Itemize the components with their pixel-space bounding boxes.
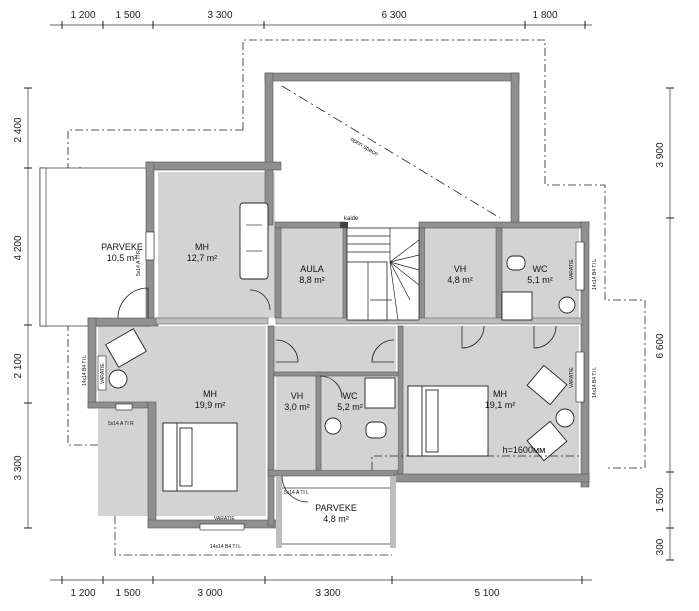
window-label: 14x14 B4 TI L (82, 355, 88, 386)
shower (501, 291, 533, 321)
toilet (506, 255, 526, 271)
armchair (526, 420, 568, 462)
armchair (105, 328, 147, 368)
dim-top-4: 6 300 (381, 10, 406, 21)
toilet (365, 421, 387, 439)
dim-bottom-4: 3 300 (315, 588, 340, 599)
room-name-parveke-west: PARVEKE (101, 242, 143, 252)
dim-bottom-1: 1 200 (70, 588, 95, 599)
furniture (105, 202, 580, 492)
window-label: VARATIE (569, 367, 575, 388)
armchair (526, 364, 568, 406)
window-label: VARATIE (100, 363, 106, 384)
dim-top-3: 3 300 (207, 10, 232, 21)
room-labels: PARVEKE 10,5 m² MH 12,7 m² AULA 8,8 m² V… (101, 242, 553, 524)
room-area-vh-center: 3,0 m² (284, 402, 310, 412)
room-area-mh-southeast: 19,1 m² (485, 400, 516, 410)
room-name-aula: AULA (300, 264, 324, 274)
room-area-wc-east: 5,1 m² (527, 275, 553, 285)
room-name-mh-north: MH (195, 242, 209, 252)
open-space-label: open space (349, 137, 379, 158)
room-name-mh-southeast: MH (493, 389, 507, 399)
room-area-aula: 8,8 m² (299, 275, 325, 285)
room-area-vh-east: 4,8 m² (447, 275, 473, 285)
dim-left-3: 2 100 (13, 353, 24, 378)
window-label: 14x14 B4 TI L (210, 544, 241, 550)
table-round (555, 408, 575, 428)
room-name-wc-east: WC (533, 264, 548, 274)
room-name-vh-center: VH (291, 391, 304, 401)
room-name-parveke-south: PARVEKE (315, 503, 357, 513)
dim-top-2: 1 500 (115, 10, 140, 21)
window-label: 5x14 A TI R (136, 250, 142, 276)
dim-bottom-3: 3 000 (197, 588, 222, 599)
window-label: 5x14 A TI R (108, 421, 134, 427)
sink (324, 417, 342, 435)
dim-right-3: 1 500 (655, 487, 666, 512)
dim-right-1: 3 900 (655, 142, 666, 167)
dim-right-2: 6 600 (655, 333, 666, 358)
doors (117, 287, 557, 503)
room-name-mh-southwest: MH (203, 389, 217, 399)
room-area-wc-center: 5,2 m² (337, 402, 363, 412)
dim-bottom-5: 5 100 (474, 588, 499, 599)
room-area-mh-north: 12,7 m² (187, 253, 218, 263)
dim-top-5: 1 800 (532, 10, 557, 21)
kaide-label: kaide (344, 216, 359, 222)
dim-left-4: 3 300 (13, 455, 24, 480)
room-name-wc-center: WC (343, 391, 358, 401)
window-label: 14x14 B4 TI L (592, 367, 598, 398)
dim-top-1: 1 200 (70, 10, 95, 21)
staircase: kaide (340, 216, 420, 321)
shower (364, 377, 396, 409)
table-round (108, 369, 128, 389)
windows (39, 167, 585, 531)
room-area-parveke-west: 10,5 m² (107, 253, 138, 263)
window-label: 5x14 A TI L (284, 490, 309, 496)
room-area-mh-southwest: 19,9 m² (195, 400, 226, 410)
dim-left-2: 4 200 (13, 235, 24, 260)
dim-right-4: 300 (655, 538, 666, 555)
dim-left-1: 2 400 (13, 117, 24, 142)
window-labels: 5x14 A TI R 14x14 B4 TI L VARATIE 5x14 A… (82, 250, 598, 550)
sink (558, 296, 576, 314)
walls (87, 72, 590, 548)
open-space: open space (281, 85, 501, 219)
dimension-lines: 1 200 1 500 3 300 6 300 1 800 1 200 1 50… (13, 10, 674, 599)
room-area-parveke-south: 4,8 m² (323, 514, 349, 524)
bed-height-label: h=1600мм (503, 445, 546, 455)
window-label: VARATIE (214, 516, 235, 522)
room-name-vh-east: VH (454, 264, 467, 274)
window-label: 14x14 B4 TI L (592, 259, 598, 290)
sofa (239, 202, 269, 280)
dim-bottom-2: 1 500 (115, 588, 140, 599)
window-label: VARATIE (569, 259, 575, 280)
